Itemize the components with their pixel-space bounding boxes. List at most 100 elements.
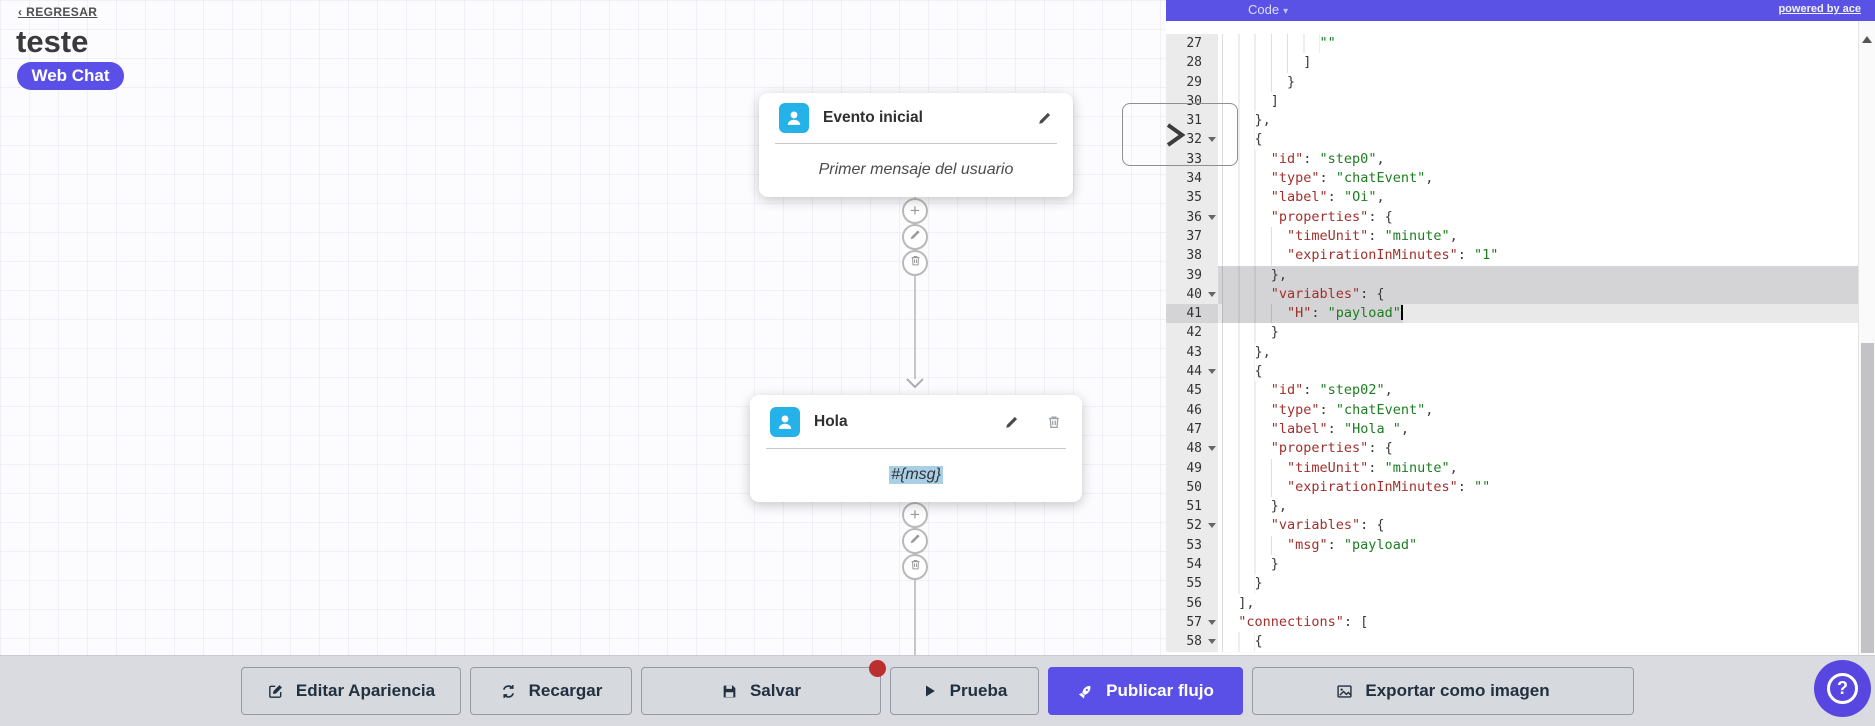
fold-toggle-icon[interactable]	[1208, 137, 1216, 143]
code-line[interactable]: 40"variables": {	[1166, 284, 1875, 305]
fold-toggle-icon[interactable]	[1208, 369, 1216, 375]
fold-toggle-icon[interactable]	[1208, 214, 1216, 220]
export-image-button[interactable]: Exportar como imagen	[1252, 667, 1634, 715]
collapse-panel-handle[interactable]	[1122, 103, 1238, 166]
help-button[interactable]: ?	[1814, 660, 1871, 717]
flow-node-hola[interactable]: Hola #{msg}	[750, 395, 1082, 502]
gutter-line-number: 46	[1166, 400, 1218, 420]
gutter-line-number: 48	[1166, 439, 1218, 459]
code-line[interactable]: 38"expirationInMinutes": "1"	[1166, 246, 1875, 266]
arrow-down-icon	[906, 376, 924, 394]
edit-appearance-button[interactable]: Editar Apariencia	[241, 667, 461, 715]
gutter-line-number: 53	[1166, 535, 1218, 556]
powered-by-ace-link[interactable]: powered by ace	[1778, 3, 1861, 15]
gutter-line-number: 40	[1166, 284, 1218, 305]
code-line[interactable]: 39},	[1166, 265, 1875, 285]
user-icon	[779, 103, 809, 133]
question-mark-icon: ?	[1827, 673, 1858, 704]
fold-toggle-icon[interactable]	[1208, 639, 1216, 645]
code-line[interactable]: 43},	[1166, 342, 1875, 363]
code-line[interactable]: 35"label": "Oi",	[1166, 188, 1875, 208]
code-line[interactable]: 42}	[1166, 323, 1875, 343]
code-line[interactable]: 29}	[1166, 72, 1875, 92]
code-line[interactable]: 50"expirationInMinutes": ""	[1166, 477, 1875, 498]
code-line[interactable]: 32{	[1166, 130, 1875, 150]
connector-delete-button[interactable]	[902, 250, 928, 276]
code-line[interactable]: 52"variables": {	[1166, 516, 1875, 536]
edit-icon	[267, 683, 284, 700]
trash-icon	[909, 254, 922, 272]
code-line[interactable]: 44{	[1166, 362, 1875, 382]
code-line[interactable]: 36"properties": {	[1166, 207, 1875, 227]
node-divider	[775, 143, 1057, 144]
delete-node-button[interactable]	[1046, 414, 1062, 430]
code-line[interactable]: 53"msg": "payload"	[1166, 535, 1875, 556]
gutter-line-number: 47	[1166, 419, 1218, 440]
scrollbar-thumb[interactable]	[1861, 343, 1874, 653]
pencil-icon	[909, 532, 922, 550]
chevron-right-icon	[1166, 122, 1186, 147]
connector-edit-button[interactable]	[902, 528, 928, 554]
code-line[interactable]: 45"id": "step02",	[1166, 381, 1875, 401]
reload-button[interactable]: Recargar	[470, 667, 632, 715]
chevron-down-icon: ▾	[1283, 6, 1289, 17]
code-line[interactable]: 49"timeUnit": "minute",	[1166, 458, 1875, 478]
code-line[interactable]: 51},	[1166, 497, 1875, 517]
code-line[interactable]: 57"connections": [	[1166, 612, 1875, 633]
back-link[interactable]: ‹ REGRESAR	[18, 5, 98, 19]
edit-node-button[interactable]	[1004, 414, 1020, 430]
flow-node-initial-event[interactable]: Evento inicial Primer mensaje del usuari…	[759, 93, 1073, 197]
gutter-line-number: 43	[1166, 342, 1218, 363]
fold-toggle-icon[interactable]	[1208, 291, 1216, 297]
gutter-line-number: 34	[1166, 169, 1218, 189]
gutter-line-number: 54	[1166, 555, 1218, 575]
code-line[interactable]: 48"properties": {	[1166, 439, 1875, 459]
gutter-line-number: 58	[1166, 632, 1218, 652]
test-button[interactable]: Prueba	[890, 667, 1039, 715]
code-line[interactable]: 58{	[1166, 632, 1875, 652]
code-line[interactable]: 31},	[1166, 111, 1875, 131]
connector-delete-button[interactable]	[902, 554, 928, 580]
connector-add-button[interactable]: +	[902, 198, 928, 224]
gutter-line-number: 33	[1166, 149, 1218, 170]
editor-scrollbar[interactable]	[1858, 21, 1875, 655]
fold-toggle-icon[interactable]	[1208, 619, 1216, 625]
code-line[interactable]: 34"type": "chatEvent",	[1166, 169, 1875, 189]
code-line[interactable]: 41"H": "payload"	[1166, 304, 1875, 324]
scroll-up-icon[interactable]	[1862, 36, 1872, 43]
fold-toggle-icon[interactable]	[1208, 446, 1216, 452]
plus-icon: +	[910, 201, 920, 220]
code-line[interactable]: 54}	[1166, 555, 1875, 575]
node-title: Hola	[814, 412, 848, 430]
code-line[interactable]: 56],	[1166, 593, 1875, 613]
code-line[interactable]: 47"label": "Hola ",	[1166, 419, 1875, 440]
connector-add-button[interactable]: +	[902, 502, 928, 528]
gutter-line-number: 42	[1166, 323, 1218, 343]
gutter-line-number: 55	[1166, 574, 1218, 594]
publish-button[interactable]: Publicar flujo	[1048, 667, 1243, 715]
gutter-line-number: 41	[1166, 304, 1218, 324]
button-label: Exportar como imagen	[1365, 681, 1550, 700]
code-line[interactable]: 28]	[1166, 53, 1875, 73]
mode-select[interactable]: Code▾	[1248, 2, 1289, 17]
gutter-line-number: 39	[1166, 265, 1218, 285]
code-line[interactable]: 55}	[1166, 574, 1875, 594]
code-line[interactable]: 30]	[1166, 91, 1875, 112]
node-body-text: #{msg}	[889, 466, 943, 484]
save-button[interactable]: Salvar	[641, 660, 886, 715]
button-label: Prueba	[949, 681, 1008, 700]
gutter-line-number: 44	[1166, 362, 1218, 382]
code-line[interactable]: 37"timeUnit": "minute",	[1166, 226, 1875, 247]
code-editor[interactable]: 27""28]29}30]31},32{33"id": "step0",34"t…	[1166, 21, 1875, 655]
gutter-line-number: 32	[1166, 130, 1218, 150]
code-line[interactable]: 33"id": "step0",	[1166, 149, 1875, 170]
gutter-line-number: 35	[1166, 188, 1218, 208]
user-icon	[770, 406, 800, 437]
edit-node-button[interactable]	[1037, 110, 1053, 126]
connector-edit-button[interactable]	[902, 224, 928, 250]
code-line[interactable]: 46"type": "chatEvent",	[1166, 400, 1875, 420]
gutter-line-number: 36	[1166, 207, 1218, 227]
fold-toggle-icon[interactable]	[1208, 523, 1216, 529]
code-line[interactable]: 27""	[1166, 34, 1875, 54]
